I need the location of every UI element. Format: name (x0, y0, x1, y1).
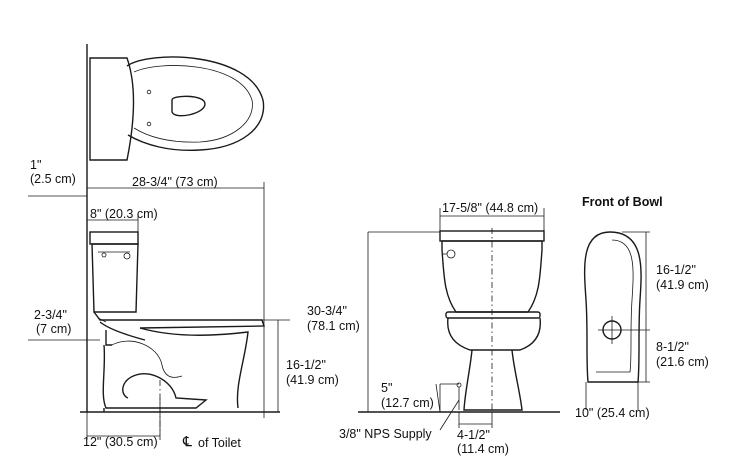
rough-in-dimension: 12" (30.5 cm) (83, 435, 158, 449)
top-offset-cm: (2.5 cm) (30, 172, 76, 186)
supply-offset-cm: (11.4 cm) (457, 442, 509, 456)
supply-height-cm: (12.7 cm) (381, 396, 434, 410)
side-view (80, 196, 280, 413)
back-clearance-cm: (7 cm) (36, 322, 72, 336)
bowl-front-cm: (21.6 cm) (656, 355, 709, 369)
overall-height-in: 30-3/4" (307, 304, 347, 318)
supply-height-in: 5" (381, 381, 393, 395)
supply-offset-in: 4-1/2" (457, 428, 490, 442)
supply-label: 3/8" NPS Supply (339, 427, 432, 441)
front-of-bowl-title: Front of Bowl (582, 195, 663, 209)
overall-depth-dimension: 28-3/4" (73 cm) (132, 175, 218, 189)
seat-height-in: 16-1/2" (286, 358, 326, 372)
bowl-length-in: 16-1/2" (656, 263, 696, 277)
back-clearance-in: 2-3/4" (34, 308, 67, 322)
overall-height-cm: (78.1 cm) (307, 319, 360, 333)
bowl-width-dimension: 10" (25.4 cm) (575, 406, 650, 420)
centerline-label: of Toilet (198, 436, 241, 450)
top-offset-in: 1" (30, 158, 42, 172)
centerline-symbol: ℄ (183, 433, 192, 449)
tank-width-dimension: 17-5/8" (44.8 cm) (442, 201, 539, 215)
seat-height-cm: (41.9 cm) (286, 373, 339, 387)
top-view (86, 44, 265, 196)
front-view (358, 230, 560, 413)
bowl-length-cm: (41.9 cm) (656, 278, 709, 292)
bowl-plan-view (583, 231, 650, 383)
bowl-front-in: 8-1/2" (656, 340, 689, 354)
tank-depth-dimension: 8" (20.3 cm) (90, 207, 158, 221)
